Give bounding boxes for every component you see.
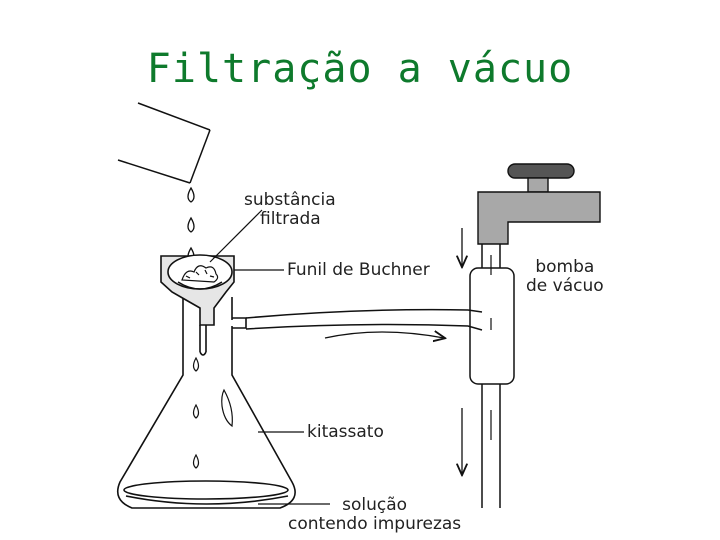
vacuum-hose bbox=[245, 308, 483, 331]
label-kitassato: kitassato bbox=[307, 422, 384, 442]
vacuum-pump bbox=[469, 244, 515, 508]
label-solucao-line1: solução bbox=[342, 495, 408, 515]
filtered-solid bbox=[181, 265, 219, 283]
label-funil-de-buchner: Funil de Buchner bbox=[287, 260, 430, 280]
label-substancia-line1: substância bbox=[244, 190, 336, 210]
label-bomba-line1: bomba bbox=[535, 257, 595, 277]
label-substancia-line2: filtrada bbox=[260, 209, 321, 229]
diagram-title: Filtração a vácuo bbox=[146, 46, 574, 92]
filter-paper-sheet bbox=[117, 102, 211, 184]
label-substancia-filtrada: substância filtrada bbox=[244, 191, 336, 229]
label-leader-lines bbox=[209, 209, 330, 505]
buchner-funnel bbox=[160, 254, 235, 356]
label-bomba-line2: de vácuo bbox=[526, 276, 604, 296]
water-faucet bbox=[477, 163, 601, 245]
kitassato-flask bbox=[116, 297, 296, 509]
label-solucao-line2: contendo impurezas bbox=[288, 514, 462, 534]
flow-arrows bbox=[324, 228, 462, 474]
label-bomba-de-vacuo: bomba de vácuo bbox=[526, 258, 604, 296]
label-solucao: solução contendo impurezas bbox=[288, 496, 461, 534]
flask-drops bbox=[192, 356, 200, 469]
falling-drops bbox=[187, 186, 195, 263]
